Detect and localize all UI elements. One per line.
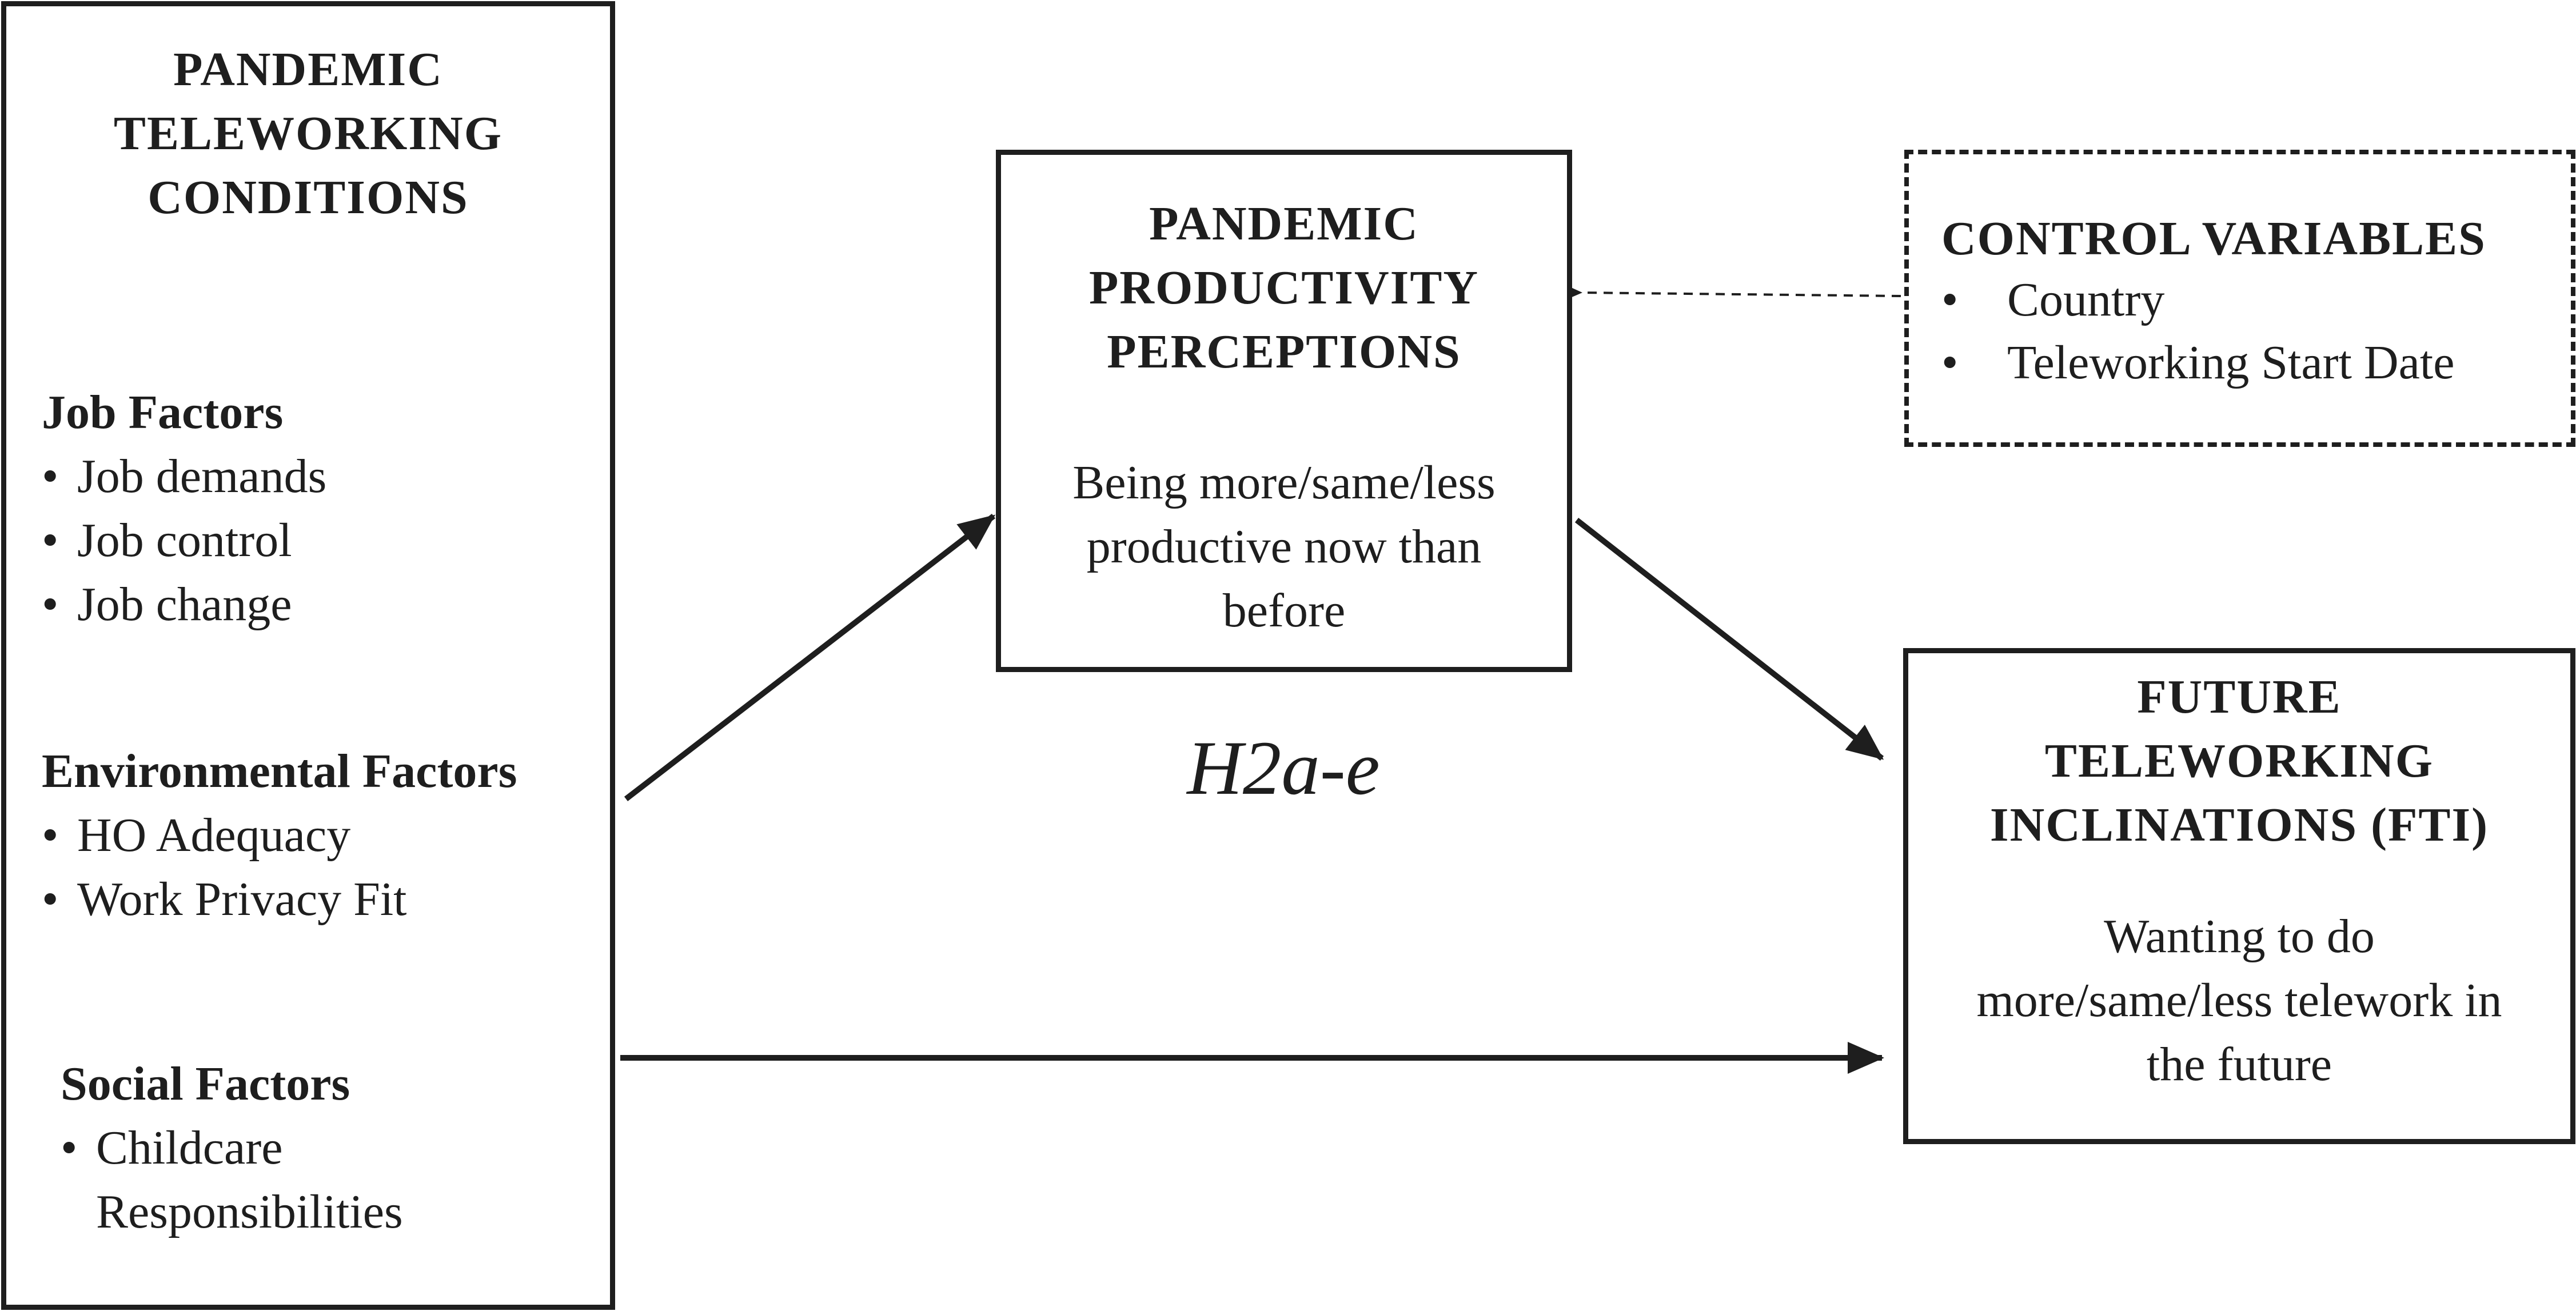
control-item: Teleworking Start Date — [1941, 331, 2455, 394]
controls-title: CONTROL VARIABLES — [1941, 212, 2486, 265]
job-factors-group: Job Factors Job demands Job control Job … — [42, 381, 326, 637]
factor-item: HO Adequacy — [42, 804, 517, 868]
factor-list: HO Adequacy Work Privacy Fit — [42, 804, 517, 932]
productivity-title: PANDEMIC PRODUCTIVITY PERCEPTIONS — [1088, 197, 1480, 378]
group-title: Job Factors — [42, 386, 284, 439]
group-title: Social Factors — [61, 1057, 350, 1110]
controls-list: Country Teleworking Start Date — [1941, 269, 2455, 394]
arrow-conditions-to-productivity — [624, 514, 996, 801]
control-variables-box: CONTROL VARIABLES Country Teleworking St… — [1904, 150, 2575, 447]
fti-description: Wanting to do more/same/less telework in… — [1976, 910, 2502, 1091]
fti-title: FUTURE TELEWORKING INCLINATIONS (FTI) — [1989, 670, 2489, 852]
social-factors-group: Social Factors Childcare Responsibilitie… — [61, 1052, 403, 1244]
arrow-productivity-to-fti — [1574, 518, 1884, 761]
future-teleworking-inclinations-box: FUTURE TELEWORKING INCLINATIONS (FTI) Wa… — [1903, 648, 2575, 1144]
environmental-factors-group: Environmental Factors HO Adequacy Work P… — [42, 740, 517, 932]
arrow-controls-to-productivity — [1552, 279, 1901, 306]
conditions-title: PANDEMIC TELEWORKING CONDITIONS — [113, 43, 503, 224]
productivity-description: Being more/same/less productive now than… — [1072, 456, 1496, 637]
pandemic-teleworking-conditions-box: PANDEMIC TELEWORKING CONDITIONS Job Fact… — [1, 1, 615, 1310]
factor-list: Job demands Job control Job change — [42, 445, 326, 637]
control-item: Country — [1941, 269, 2455, 331]
factor-item: Work Privacy Fit — [42, 868, 517, 932]
hypothesis-label: H2a-e — [1187, 726, 1380, 811]
factor-item: Job demands — [42, 445, 326, 509]
factor-item: Job change — [42, 573, 326, 637]
factor-list: Childcare Responsibilities — [61, 1116, 403, 1244]
group-title: Environmental Factors — [42, 745, 517, 798]
factor-item: Childcare Responsibilities — [61, 1116, 403, 1244]
factor-item: Job control — [42, 509, 326, 573]
pandemic-productivity-perceptions-box: PANDEMIC PRODUCTIVITY PERCEPTIONS Being … — [996, 150, 1572, 672]
